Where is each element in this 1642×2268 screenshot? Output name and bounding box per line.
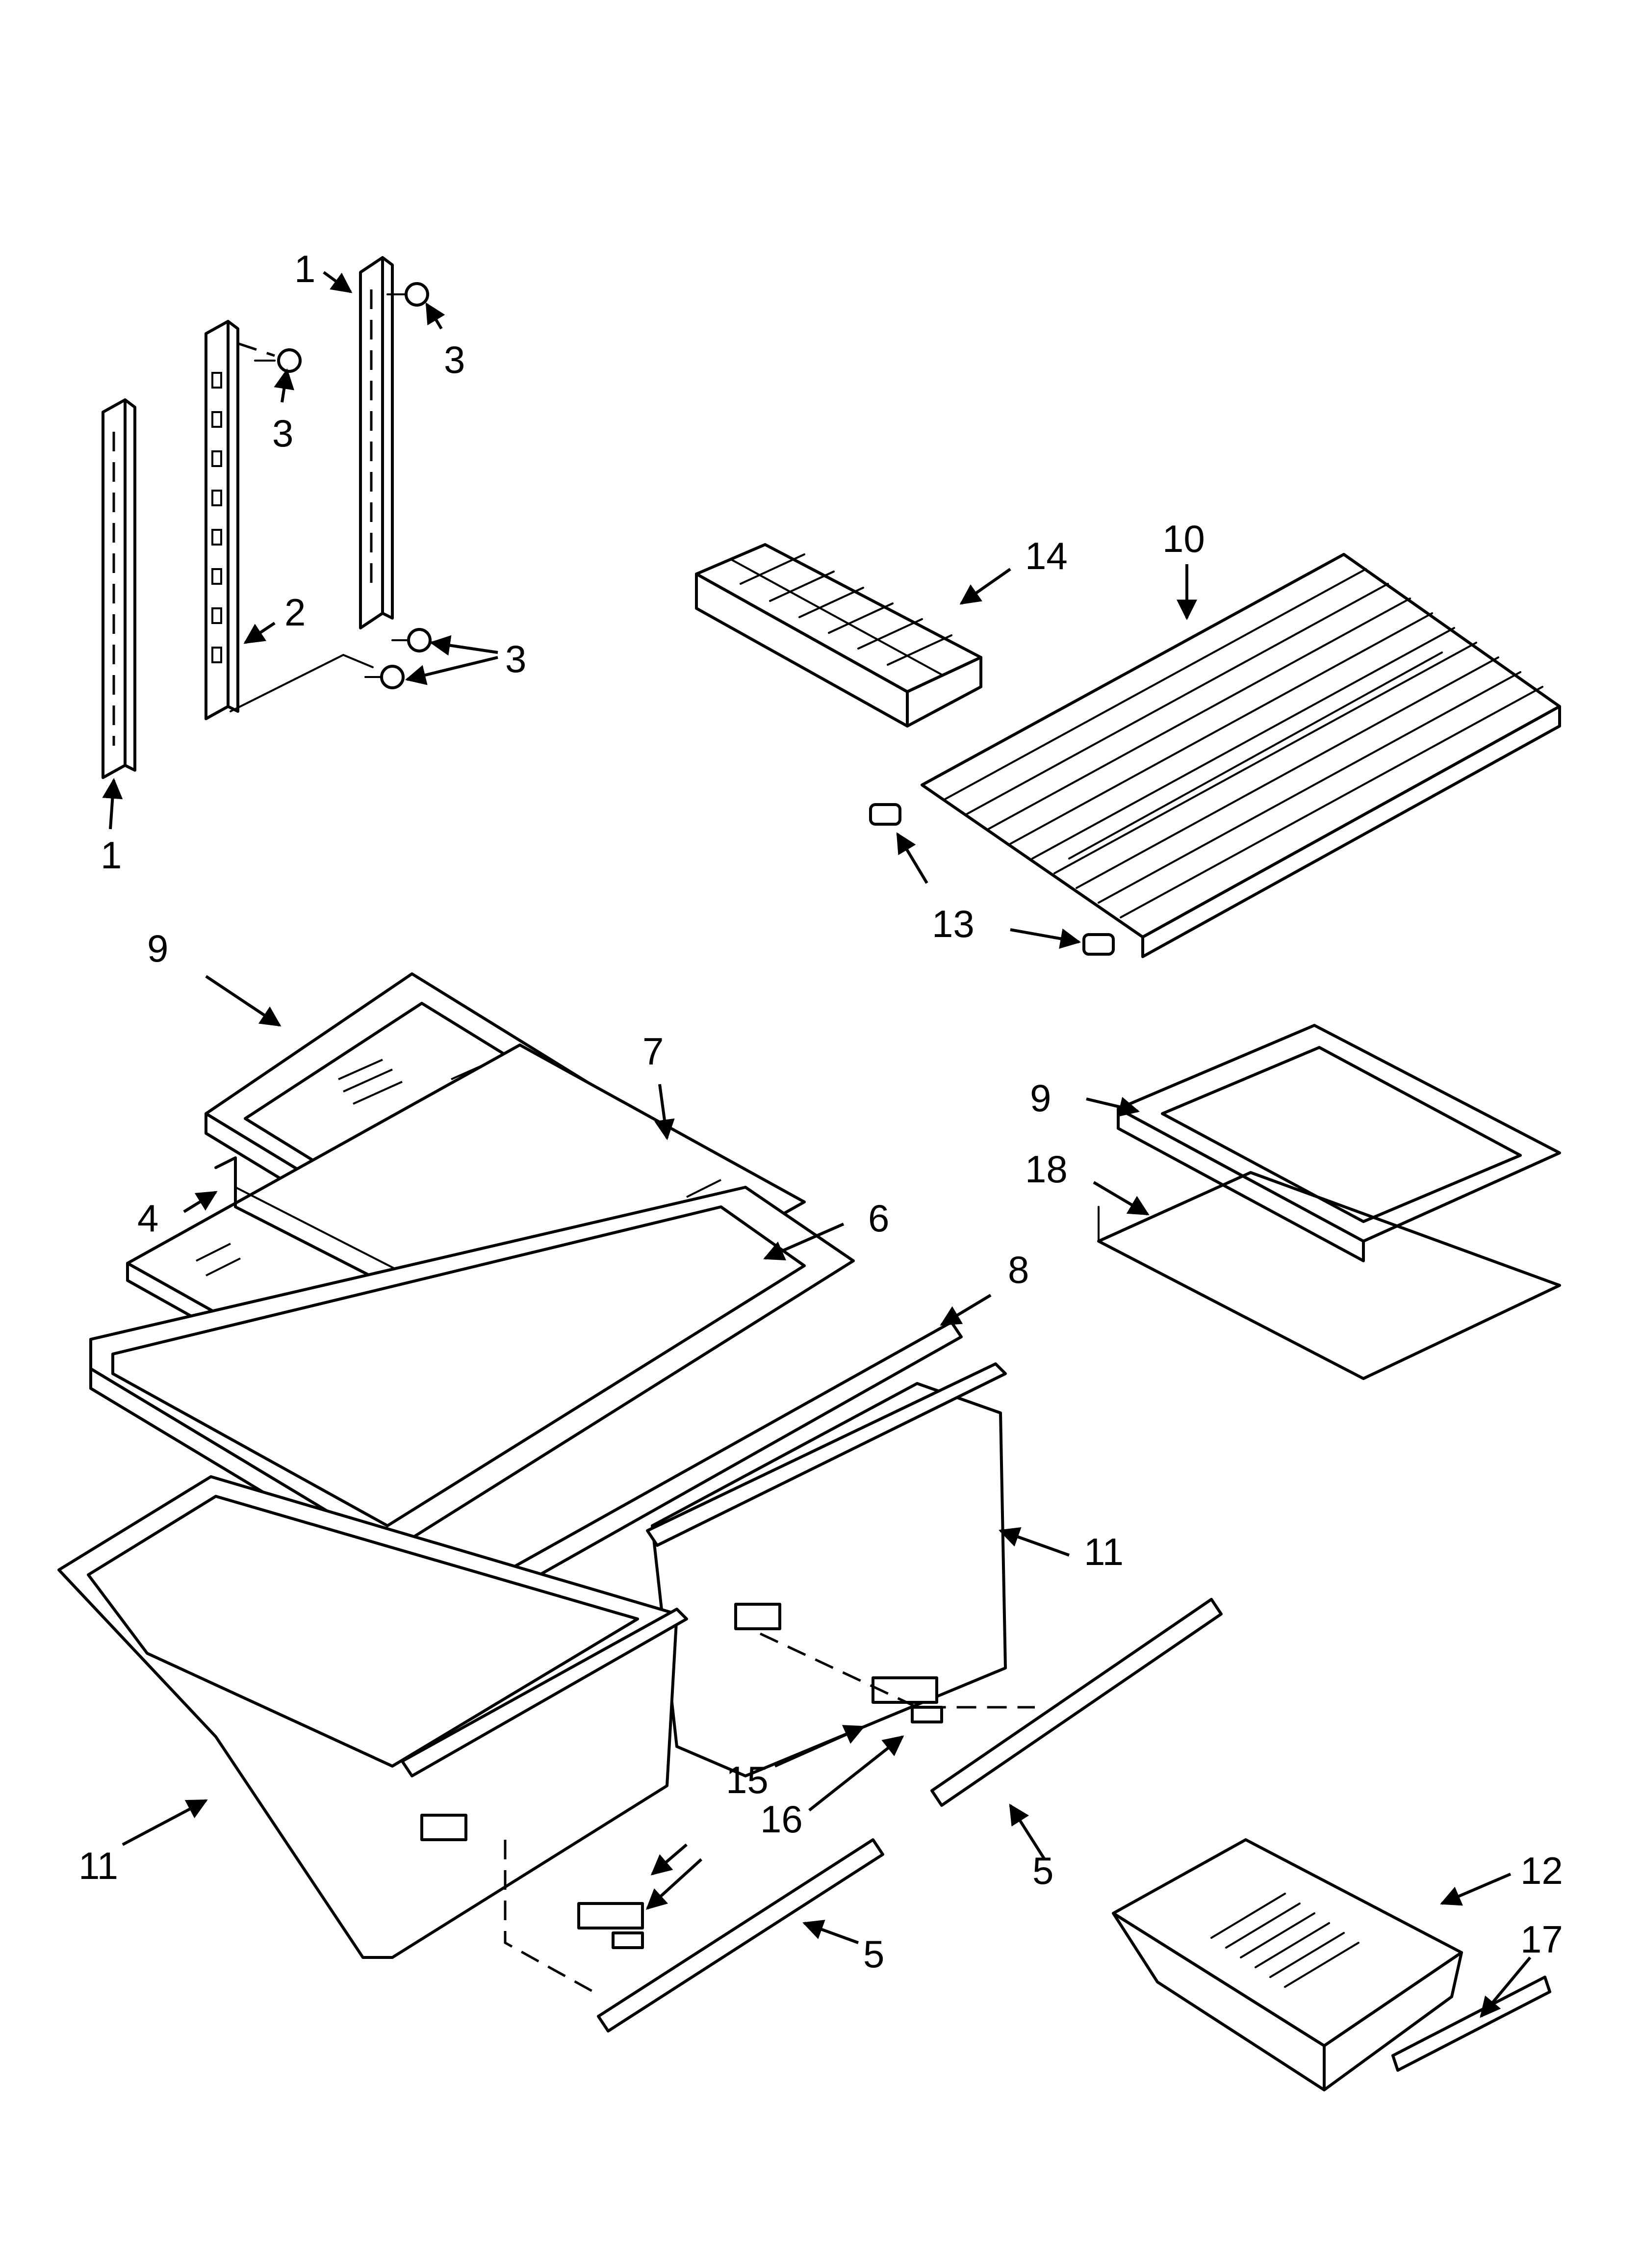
callout-12: 12: [1520, 1849, 1563, 1892]
callout-11-left: 11: [78, 1844, 118, 1887]
drawer-rail-left: [597, 1838, 884, 2033]
callout-17: 17: [1520, 1918, 1563, 1961]
drawer-clip-left: [612, 1931, 644, 1949]
drawer-rail-right: [930, 1598, 1223, 1807]
callout-2: 2: [284, 591, 306, 634]
crisper-drawer-right: [646, 1362, 1007, 1777]
wire-shelf: [921, 553, 1561, 958]
callout-5-left: 5: [863, 1932, 884, 1976]
callout-6: 6: [868, 1197, 889, 1240]
crisper-drawer-left: [57, 1475, 688, 1959]
screw-4: [364, 665, 405, 689]
callout-13: 13: [932, 902, 975, 945]
callout-9-left: 9: [147, 927, 168, 970]
callout-7: 7: [642, 1030, 664, 1073]
drawer-slide-left: [577, 1902, 644, 1929]
callout-1-bottom: 1: [101, 834, 122, 877]
screw-2: [386, 282, 429, 307]
callout-18: 18: [1025, 1147, 1068, 1191]
callout-10: 10: [1162, 517, 1205, 560]
callout-8: 8: [1008, 1248, 1029, 1291]
callout-9-right: 9: [1030, 1076, 1051, 1120]
callout-16: 16: [760, 1798, 803, 1841]
callout-14: 14: [1025, 534, 1068, 577]
callout-3-top: 3: [444, 338, 465, 381]
callout-1-top: 1: [294, 247, 315, 290]
callout-3-lower: 3: [505, 637, 526, 680]
callout-5-right: 5: [1032, 1849, 1053, 1892]
shelf-support-rail: [205, 320, 239, 720]
shelf-standard-left: [102, 398, 136, 779]
leader-lines: [102, 271, 1532, 2018]
callout-3-left: 3: [272, 412, 293, 455]
screw-3: [391, 628, 432, 652]
snack-pan: [1112, 1838, 1463, 2091]
shelf-stud-1: [869, 803, 901, 826]
glass-shelf-right-frame: [1117, 1024, 1561, 1262]
shelf-standard-right: [359, 256, 394, 629]
drawer-slide-right: [872, 1676, 938, 1704]
ice-cube-tray: [695, 543, 982, 728]
drawer-clip-right: [911, 1706, 943, 1723]
shelf-stud-2: [1082, 933, 1115, 956]
callout-4: 4: [137, 1197, 158, 1240]
callout-15: 15: [726, 1758, 769, 1801]
glass-shelf-right-bracket: [1097, 1171, 1561, 1380]
callout-11-right: 11: [1084, 1530, 1124, 1573]
screw-1: [254, 348, 302, 373]
